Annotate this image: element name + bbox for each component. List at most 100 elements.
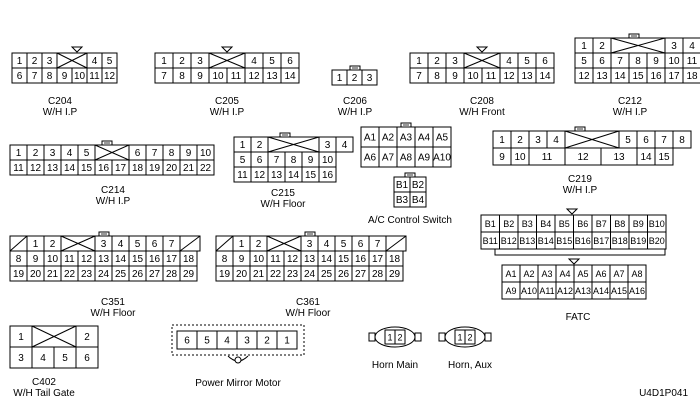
c205-pin-number: 10 — [212, 71, 224, 82]
c361-pin-number: 6 — [358, 239, 364, 250]
c214-pin-number: 16 — [98, 163, 110, 174]
c215-pin-number: 2 — [257, 140, 263, 151]
c402-pin-number: 2 — [84, 332, 90, 343]
fatc_a-pin-number: A11 — [539, 286, 554, 296]
fatc_b-pin-number: B16 — [575, 236, 591, 246]
c215-pin-number: 16 — [322, 170, 334, 181]
c208-pin-number: 10 — [467, 71, 479, 82]
c361-blank-cavity — [266, 235, 302, 252]
c208-pin-number: 14 — [539, 71, 551, 82]
connector-harness: W/H I.P — [562, 185, 598, 196]
c351-pin-number: 19 — [13, 269, 25, 280]
c361-blank-cavity — [385, 235, 407, 252]
c205-pin-number: 13 — [266, 71, 278, 82]
c215-pin-number: 13 — [271, 170, 283, 181]
c205-pin-number: 9 — [197, 71, 203, 82]
c351-pin-number: 22 — [64, 269, 76, 280]
fatc_a-pin-number: A3 — [541, 269, 552, 279]
c351-pin-number: 15 — [132, 254, 144, 265]
c214-pin-number: 13 — [47, 163, 59, 174]
hornmain-horn-tab — [414, 332, 422, 342]
pmm-pin-number: 5 — [204, 336, 210, 347]
c351-pin-number: 10 — [47, 254, 59, 265]
c351-pin-number: 2 — [50, 239, 56, 250]
c204-pin-number: 11 — [89, 71, 100, 82]
c351-pin-number: 17 — [166, 254, 178, 265]
c206-pin-cell — [361, 69, 378, 86]
c351-pin-number: 18 — [183, 254, 195, 265]
c212-blank-cavity — [610, 37, 666, 54]
c361-pin-number: 8 — [222, 254, 228, 265]
fatc_b-pin-number: B3 — [522, 219, 533, 229]
ac_top-pin-number: A5 — [436, 133, 449, 144]
c361-pin-number: 24 — [304, 269, 316, 280]
fatc_b-pin-number: B18 — [612, 236, 628, 246]
fatc_b-pin-number: B10 — [649, 219, 665, 229]
c205-pin-cell — [280, 67, 300, 84]
c219-pin-number: 4 — [553, 135, 559, 146]
c214-pin-number: 3 — [50, 148, 56, 159]
c361-pin-number: 27 — [355, 269, 367, 280]
c351-blank-cavity — [9, 235, 28, 252]
connector-code: C205 — [215, 96, 239, 107]
c212-pin-number: 15 — [632, 71, 644, 82]
hornaux-pin-number: 2 — [467, 333, 472, 343]
c361-pin-number: 1 — [239, 239, 245, 250]
c204-blank-cavity — [56, 52, 88, 69]
label-ac: A/C Control Switch — [368, 215, 452, 226]
pmm-pin-number: 6 — [184, 336, 190, 347]
c215-pin-cell — [318, 166, 337, 183]
c214-pin-number: 10 — [200, 148, 212, 159]
c351-pin-number: 12 — [81, 254, 93, 265]
c205-pin-number: 2 — [179, 56, 185, 67]
fatc_a-pin-number: A13 — [575, 286, 591, 296]
fatc_b-pin-number: B14 — [538, 236, 554, 246]
fatc_a-pin-number: A6 — [595, 269, 606, 279]
c206-pin-number: 3 — [367, 73, 373, 84]
ac_top-pin-number: A8 — [400, 153, 413, 164]
c219-pin-number: 1 — [499, 135, 505, 146]
c204-pin-number: 9 — [62, 71, 68, 82]
c205-pin-number: 11 — [231, 71, 242, 82]
connector-harness: W/H I.P — [42, 107, 78, 118]
c219-pin-number: 8 — [679, 135, 685, 146]
c212-pin-number: 11 — [687, 56, 698, 67]
fatc_a-pin-number: A10 — [521, 286, 537, 296]
fatc_a-pin-number: A1 — [505, 269, 516, 279]
c205-key-arrow — [220, 46, 234, 53]
pmm-pin-cell — [276, 330, 298, 350]
c214-pin-number: 15 — [81, 163, 93, 174]
connector-harness: W/H Floor — [90, 308, 136, 319]
c214-pin-number: 1 — [16, 148, 22, 159]
c351-pin-number: 5 — [135, 239, 141, 250]
c361-pin-number: 18 — [389, 254, 401, 265]
fatc-bracket — [494, 249, 666, 256]
c208-pin-number: 5 — [524, 56, 530, 67]
c208-pin-number: 1 — [416, 56, 422, 67]
c361-pin-number: 7 — [375, 239, 381, 250]
c351-pin-number: 11 — [64, 254, 75, 265]
c402-pin-number: 4 — [40, 353, 46, 364]
connector-code: C219 — [568, 174, 592, 185]
c215-pin-number: 7 — [274, 155, 280, 166]
c351-pin-number: 25 — [115, 269, 127, 280]
c361-pin-number: 20 — [236, 269, 248, 280]
c361-pin-number: 11 — [270, 254, 281, 265]
c351-pin-number: 21 — [47, 269, 59, 280]
c361-pin-number: 9 — [239, 254, 245, 265]
fatc_b-pin-number: B5 — [559, 219, 570, 229]
ac_top-pin-number: A2 — [382, 133, 395, 144]
c208-pin-number: 3 — [452, 56, 458, 67]
c204-pin-number: 4 — [92, 56, 98, 67]
connector-code: C208 — [470, 96, 494, 107]
